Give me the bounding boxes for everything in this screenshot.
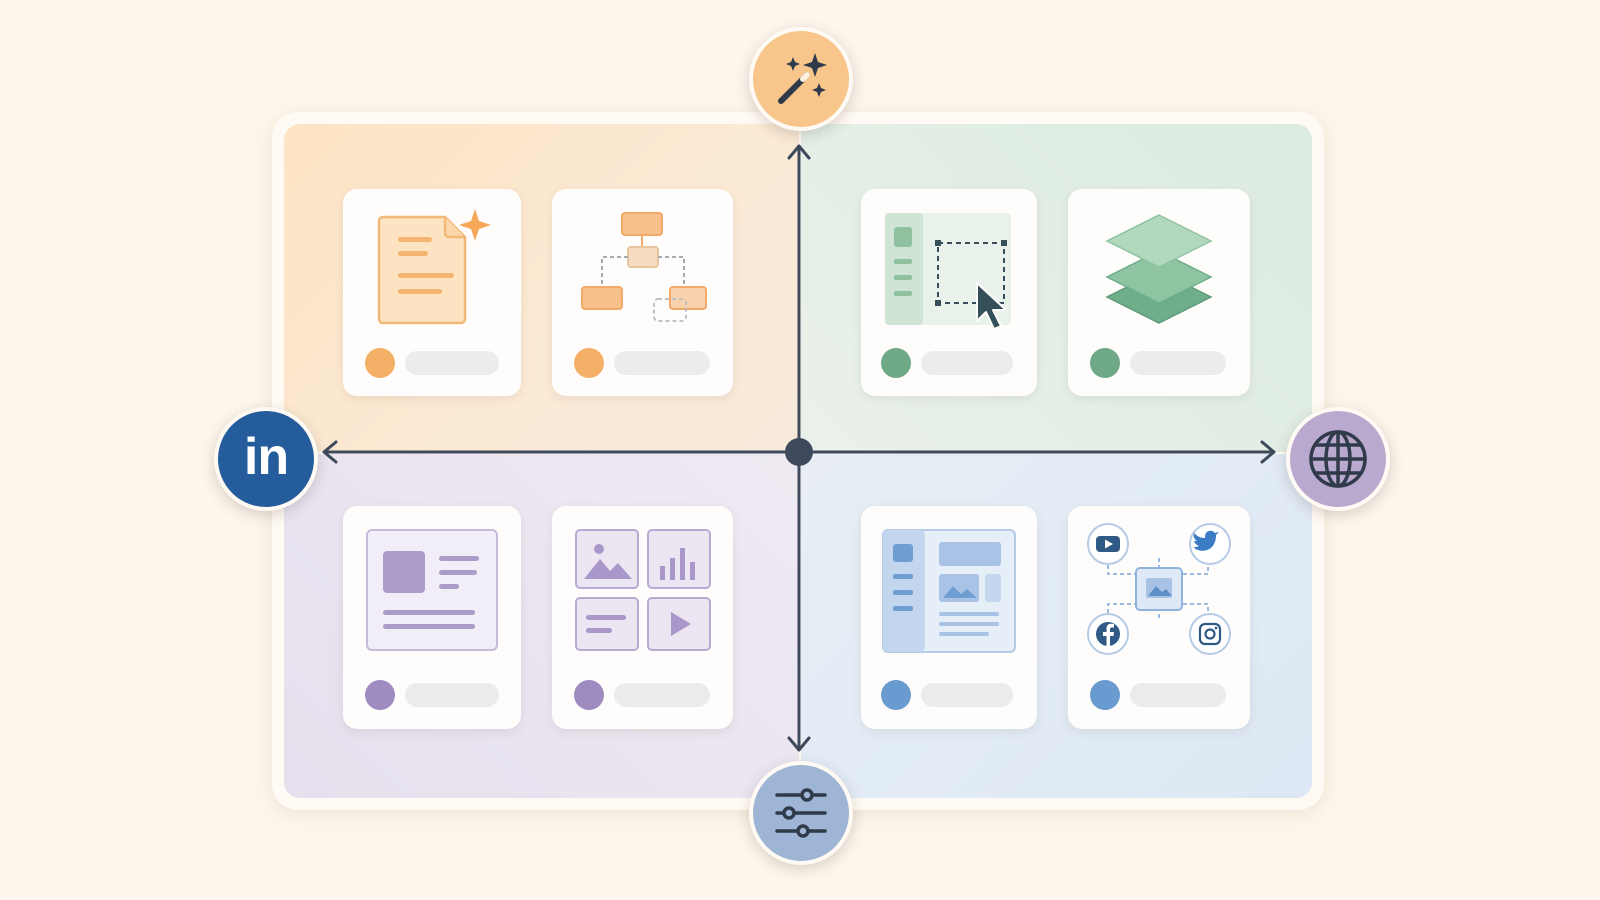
globe-icon	[1309, 430, 1367, 488]
card-title-placeholder	[1130, 351, 1226, 375]
card-status-dot	[1090, 680, 1120, 710]
card-sparkle-document[interactable]	[343, 189, 521, 396]
card-title-placeholder	[921, 351, 1013, 375]
layout-select-cursor-icon	[885, 213, 1011, 330]
axis-origin	[785, 438, 813, 466]
sparkle-document-icon	[377, 209, 491, 325]
card-layout-select[interactable]	[861, 189, 1037, 396]
facebook-icon	[1087, 613, 1129, 655]
social-media-network-icon	[1087, 523, 1231, 655]
card-webpage-layout[interactable]	[861, 506, 1037, 729]
card-title-placeholder	[405, 351, 499, 375]
card-social-network[interactable]	[1068, 506, 1250, 729]
card-status-dot	[881, 680, 911, 710]
arrow-right	[1260, 440, 1276, 464]
card-article-layout[interactable]	[343, 506, 521, 729]
card-title-placeholder	[614, 351, 710, 375]
card-title-placeholder	[921, 683, 1013, 707]
card-title-placeholder	[405, 683, 499, 707]
flowchart-icon	[581, 212, 707, 322]
arrow-left	[322, 440, 338, 464]
card-status-dot	[881, 348, 911, 378]
card-title-placeholder	[614, 683, 710, 707]
card-layers[interactable]	[1068, 189, 1250, 396]
linkedin-logo-icon: in	[243, 428, 289, 486]
sliders-icon	[775, 788, 827, 838]
card-status-dot	[1090, 348, 1120, 378]
card-title-placeholder	[1130, 683, 1226, 707]
arrow-up	[787, 144, 811, 160]
layers-stack-icon	[1105, 214, 1213, 324]
card-status-dot	[574, 348, 604, 378]
node-left-linkedin[interactable]: in	[214, 407, 318, 511]
magic-wand-sparkles-icon	[778, 53, 827, 104]
card-flowchart[interactable]	[552, 189, 733, 396]
article-layout-icon	[366, 529, 498, 651]
arrow-down	[787, 736, 811, 752]
twitter-icon	[1189, 523, 1231, 565]
card-status-dot	[365, 348, 395, 378]
card-status-dot	[574, 680, 604, 710]
card-status-dot	[365, 680, 395, 710]
youtube-icon	[1087, 523, 1129, 565]
node-bottom[interactable]	[749, 761, 853, 865]
instagram-icon	[1189, 613, 1231, 655]
node-right[interactable]	[1286, 407, 1390, 511]
node-top[interactable]	[749, 27, 853, 131]
media-grid-icon	[575, 529, 711, 651]
webpage-layout-icon	[882, 529, 1016, 653]
card-media-grid[interactable]	[552, 506, 733, 729]
